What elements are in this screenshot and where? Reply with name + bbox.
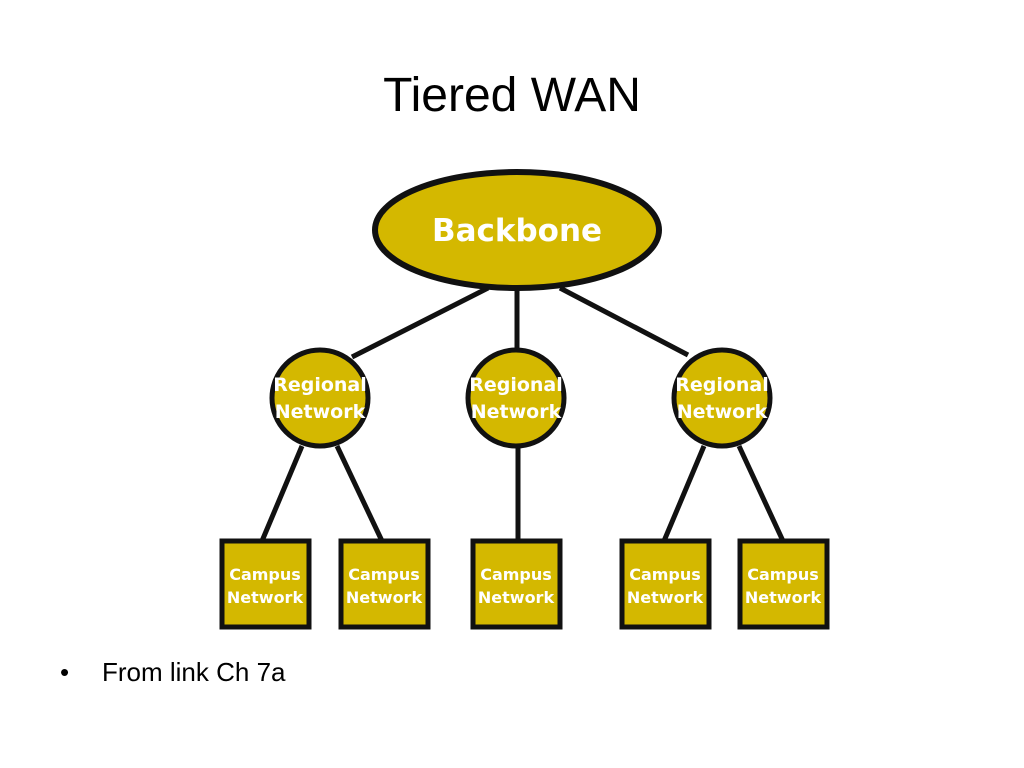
regional-node: Regional Network: [465, 347, 567, 449]
regional-label-line1: Regional: [273, 374, 367, 396]
campus-label-line1: Campus: [480, 565, 552, 584]
campus-label-line2: Network: [478, 588, 555, 607]
campus-node: Campus Network: [619, 538, 712, 630]
campus-node: Campus Network: [470, 538, 563, 630]
campus-label-line1: Campus: [747, 565, 819, 584]
link-backbone-regional-1: [350, 285, 490, 360]
backbone-label: Backbone: [432, 213, 602, 249]
campus-label-line1: Campus: [629, 565, 701, 584]
regional-label-line1: Regional: [469, 374, 563, 396]
campus-label-line1: Campus: [348, 565, 420, 584]
slide-title: Tiered WAN: [383, 69, 641, 122]
bullet-marker: •: [60, 657, 70, 687]
regional-label-line1: Regional: [675, 374, 769, 396]
campus-label-line2: Network: [627, 588, 704, 607]
bullet-item: • From link Ch 7a: [60, 652, 286, 692]
link-regional-3-campus-4: [661, 445, 707, 542]
link-regional-1-campus-2: [334, 444, 385, 543]
bullet-text: From link Ch 7a: [102, 657, 286, 687]
campus-node: Campus Network: [219, 538, 312, 630]
campus-label-line2: Network: [227, 588, 304, 607]
regional-label-line2: Network: [275, 401, 366, 423]
regional-node: Regional Network: [671, 347, 773, 449]
bullet-list: • From link Ch 7a: [60, 652, 286, 692]
regional-label-line2: Network: [677, 401, 768, 423]
regional-node: Regional Network: [269, 347, 371, 449]
regional-label-line2: Network: [471, 401, 562, 423]
link-backbone-regional-3: [558, 285, 690, 358]
connectors: [259, 285, 786, 543]
campus-label-line1: Campus: [229, 565, 301, 584]
campus-node: Campus Network: [737, 538, 830, 630]
backbone-node: Backbone: [372, 169, 662, 291]
campus-label-line2: Network: [745, 588, 822, 607]
campus-node: Campus Network: [338, 538, 431, 630]
link-regional-1-campus-1: [259, 445, 305, 542]
link-regional-3-campus-5: [736, 444, 786, 543]
campus-label-line2: Network: [346, 588, 423, 607]
